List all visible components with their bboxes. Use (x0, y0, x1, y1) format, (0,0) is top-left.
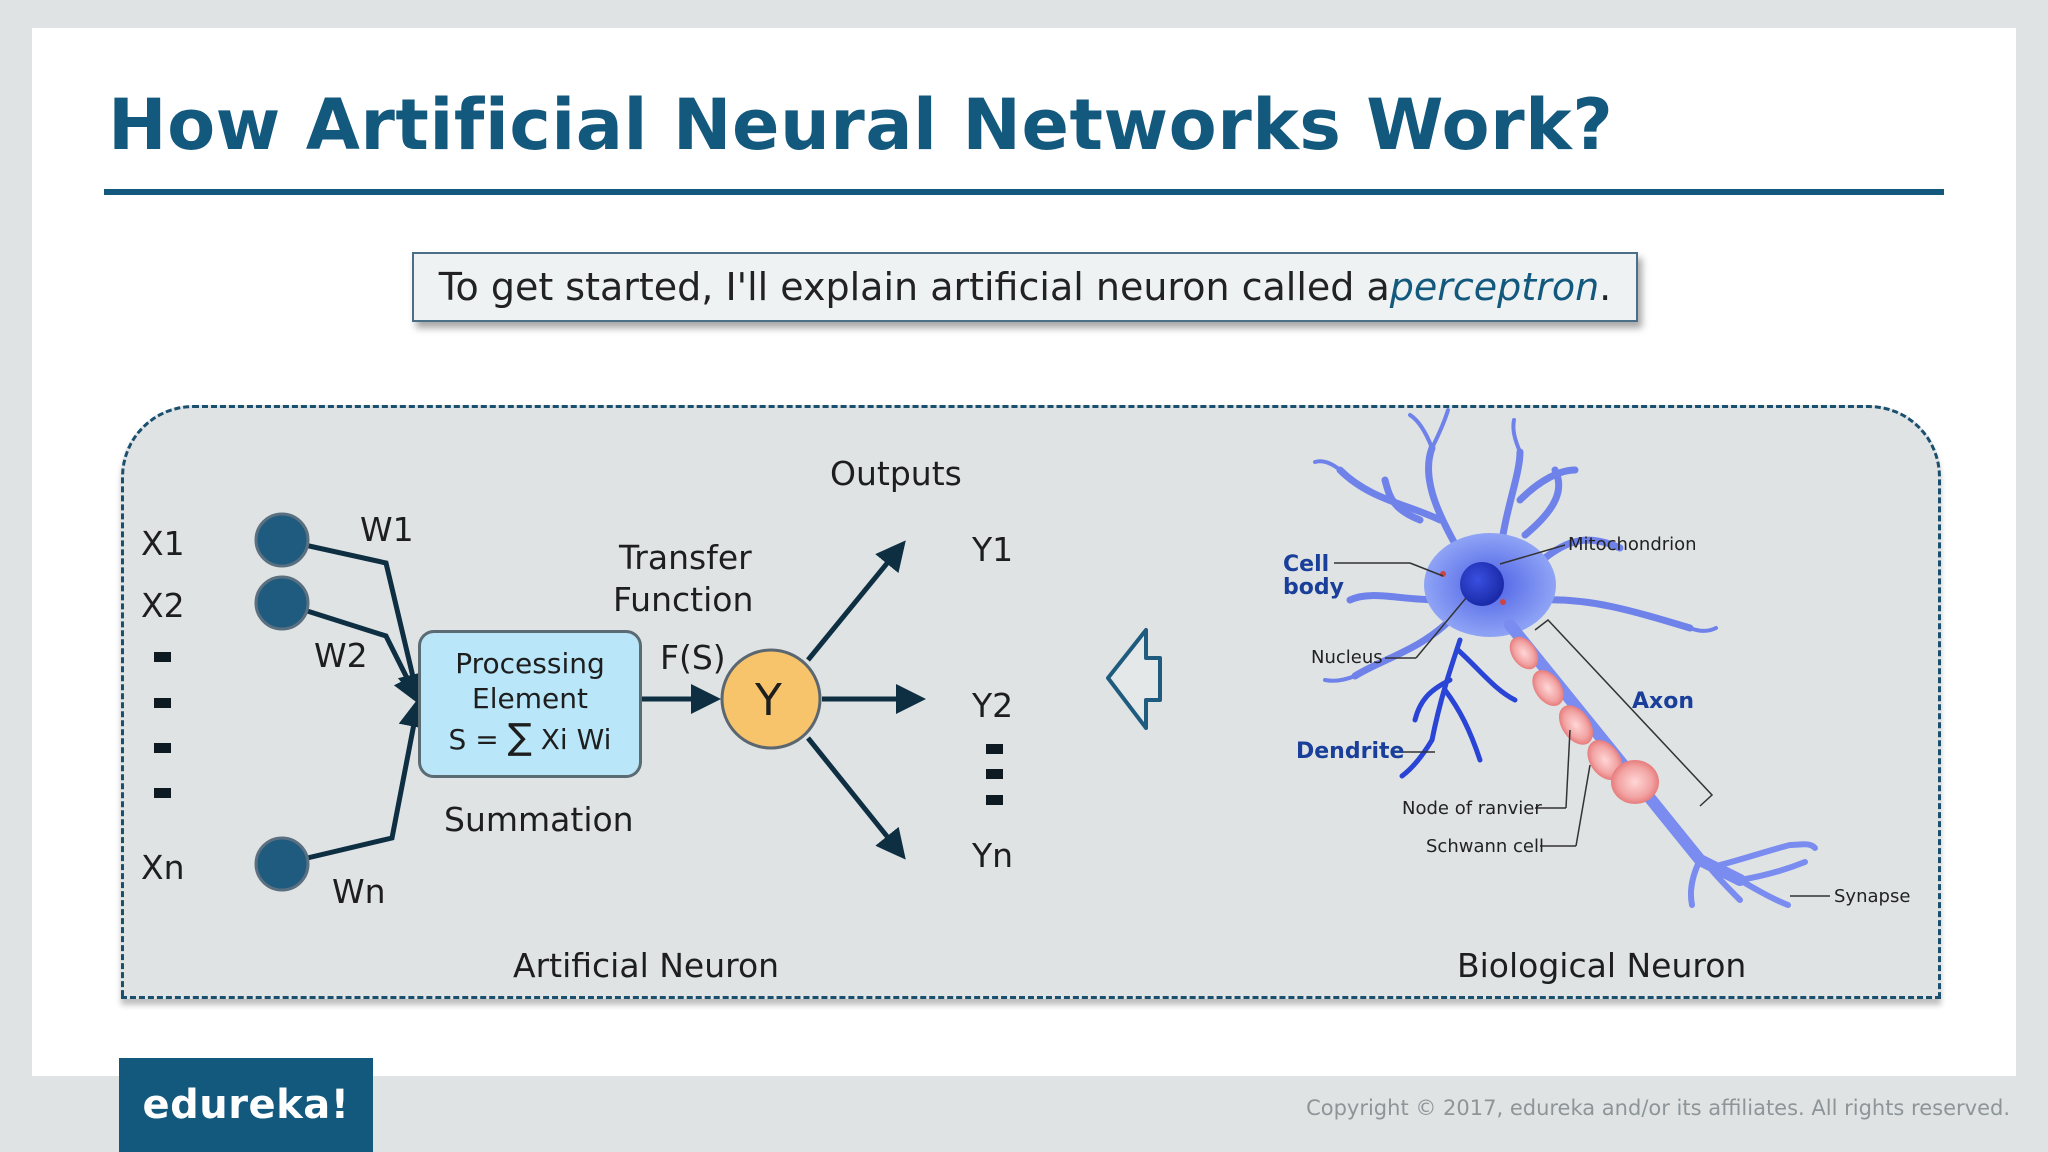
label-cell-body-line1: Cell (1283, 552, 1330, 577)
input-connections (281, 537, 429, 867)
weight-label-w1: W1 (360, 510, 414, 549)
label-cell-body-line2: body (1283, 575, 1344, 600)
input-label-xn: Xn (141, 848, 185, 887)
pe-formula: S = ∑ Xi Wi (449, 716, 612, 761)
label-mitochondrion: Mitochondrion (1568, 534, 1697, 555)
input-node-2 (254, 575, 310, 631)
output-arrows (806, 540, 926, 860)
output-label-y1: Y1 (972, 530, 1014, 569)
output-ellipsis (986, 744, 1003, 805)
label-dendrite: Dendrite (1296, 739, 1405, 764)
transfer-label-line1: Transfer (619, 538, 752, 577)
label-nucleus: Nucleus (1311, 647, 1383, 668)
output-label-y2: Y2 (972, 686, 1014, 725)
left-arrow-icon (1106, 628, 1162, 730)
outputs-label: Outputs (830, 454, 962, 493)
summation-label: Summation (444, 800, 634, 839)
arrow-output-y1 (806, 540, 906, 662)
title-underline (104, 189, 1944, 195)
processing-element-box: Processing Element S = ∑ Xi Wi (418, 630, 642, 778)
label-schwann-cell: Schwann cell (1426, 836, 1544, 857)
transfer-label-line2: Function (613, 580, 754, 619)
pe-formula-right: Xi Wi (531, 723, 612, 757)
label-node-of-ranvier: Node of ranvier (1402, 798, 1542, 819)
copyright-text: Copyright © 2017, edureka and/or its aff… (1306, 1096, 2010, 1120)
label-synapse: Synapse (1834, 886, 1911, 907)
weight-label-w2: W2 (314, 636, 368, 675)
intro-period: . (1599, 265, 1612, 309)
input-node-1 (254, 512, 310, 568)
connection-wn (281, 697, 429, 867)
sum-symbol: ∑ (507, 717, 532, 759)
connection-w2 (281, 600, 421, 706)
y-node (720, 648, 822, 750)
weight-label-wn: Wn (332, 872, 386, 911)
biological-neuron-caption: Biological Neuron (1457, 946, 1747, 985)
intro-emphasis: perceptron (1389, 265, 1600, 309)
connection-w1 (281, 537, 428, 704)
artificial-neuron-caption: Artificial Neuron (513, 946, 780, 985)
intro-callout: To get started, I'll explain artificial … (412, 252, 1638, 322)
pe-line1: Processing (455, 646, 605, 680)
label-axon: Axon (1632, 689, 1694, 714)
output-label-yn: Yn (972, 836, 1014, 875)
edureka-logo: edureka! (119, 1058, 373, 1152)
input-node-n (254, 836, 310, 892)
y-node-label: Y (755, 675, 782, 726)
intro-text: To get started, I'll explain artificial … (438, 265, 1390, 309)
arrow-output-yn (806, 736, 906, 860)
pe-line2: Element (472, 681, 588, 715)
page-title: How Artificial Neural Networks Work? (108, 84, 1614, 166)
pe-formula-left: S = (448, 723, 508, 757)
input-label-x1: X1 (141, 524, 185, 563)
fs-label: F(S) (660, 638, 726, 677)
input-ellipsis (154, 652, 171, 798)
input-label-x2: X2 (141, 586, 185, 625)
neuron-illustration (1313, 408, 1830, 908)
